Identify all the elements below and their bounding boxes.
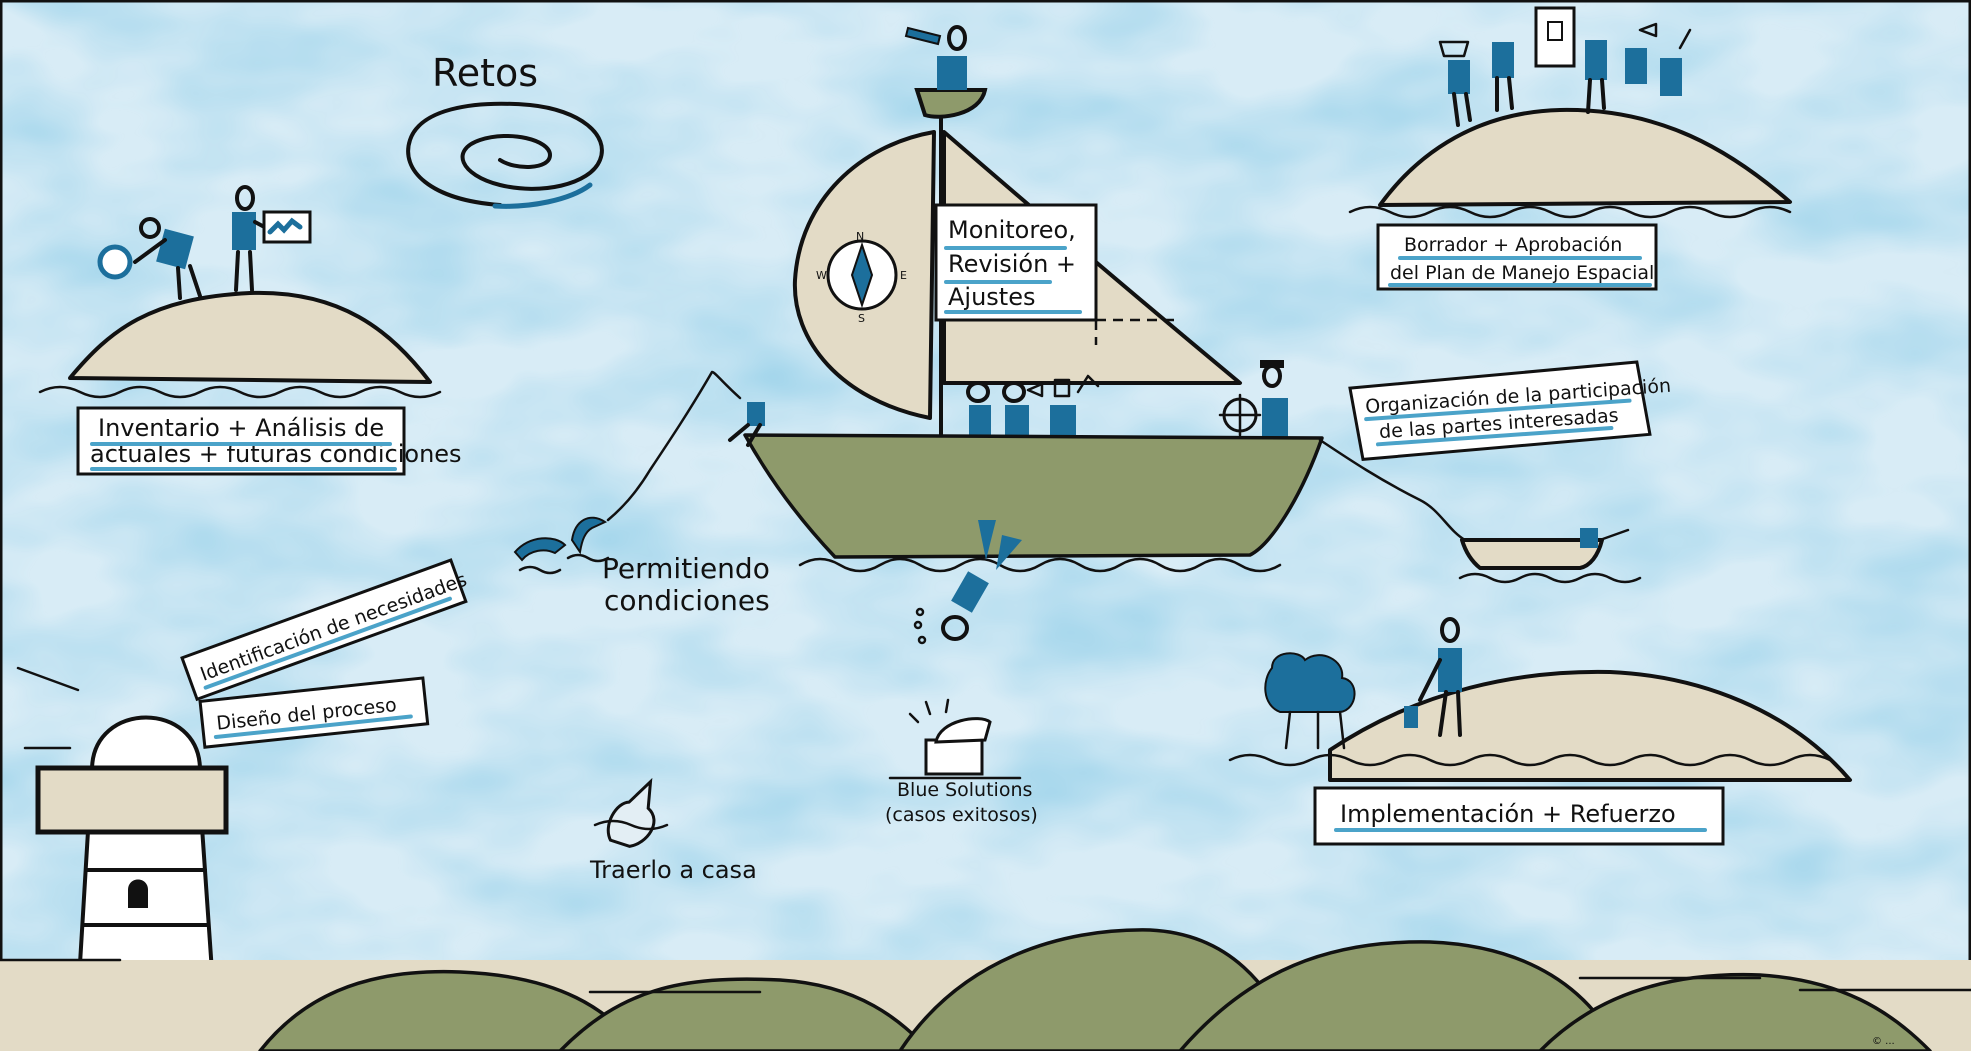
- blue-solutions-line2: (casos exitosos): [885, 804, 1038, 826]
- island-hill: [68, 290, 432, 384]
- compass-s: S: [858, 312, 865, 325]
- ship-hull: [743, 433, 1324, 559]
- blue-solutions-line1: Blue Solutions: [897, 779, 1032, 801]
- whirlpool-icon: [406, 101, 604, 207]
- dolphins: [513, 516, 610, 575]
- gardener: [1404, 617, 1462, 737]
- treasure-chest-icon: [924, 738, 984, 776]
- credit: © ...: [1872, 1036, 1895, 1047]
- crew-on-deck: [966, 374, 1100, 439]
- fishing-line: [606, 370, 742, 522]
- implementacion-panel: [1313, 786, 1725, 846]
- retos-whirlpool: Retos: [406, 51, 604, 209]
- message-bottle: [593, 777, 669, 848]
- treasure-chest: [888, 698, 1022, 780]
- group-of-people: [1438, 6, 1692, 127]
- dolphin-icon: [513, 537, 567, 562]
- monitoreo-line2: Revisión +: [948, 250, 1076, 278]
- monitoreo-panel: [934, 203, 1098, 322]
- implementacion-label: Implementación + Refuerzo: [1340, 800, 1676, 828]
- inventario-line1: Inventario + Análisis de: [98, 414, 384, 442]
- traerlo-label: Traerlo a casa: [589, 856, 757, 884]
- bottom-hills: [0, 928, 1971, 1051]
- island-hill: [1378, 107, 1792, 207]
- island-borrador: Borrador + Aprobación del Plan de Manejo…: [1348, 6, 1792, 291]
- captain-at-wheel: [1218, 360, 1288, 438]
- banner-diseno: Diseño del proceso: [198, 676, 430, 749]
- compass-e: E: [900, 269, 907, 282]
- plan-document-icon: [1534, 6, 1576, 68]
- compass-icon: N S E W: [816, 230, 907, 325]
- monitoreo-line1: Monitoreo,: [948, 216, 1076, 244]
- mangrove-trees: [1264, 652, 1356, 713]
- ship-waves: [798, 557, 1282, 573]
- crows-nest: [914, 88, 988, 119]
- ship: N S E W Monitoreo, Revisión + Ajustes: [606, 25, 1324, 573]
- magnifier-icon: [97, 244, 133, 280]
- person-with-chart: [232, 185, 312, 292]
- island-inventario: Inventario + Análisis de actuales + futu…: [38, 185, 462, 476]
- permitiendo-line2: condiciones: [604, 584, 770, 617]
- telescope-icon: [904, 26, 942, 46]
- lighthouse-light-beam: [35, 765, 229, 835]
- island-implementacion: Implementación + Refuerzo: [1228, 617, 1852, 846]
- permitiendo-line1: Permitiendo: [602, 552, 770, 585]
- retos-label: Retos: [432, 51, 538, 95]
- compass-n: N: [856, 230, 864, 243]
- island-waves: [38, 385, 442, 399]
- inventario-panel: [76, 406, 406, 476]
- rowboat: [1458, 528, 1642, 584]
- person-with-magnifier: [97, 217, 202, 300]
- bottle-icon: [606, 777, 656, 848]
- lighthouse-window: [128, 879, 148, 908]
- diver: [913, 520, 1022, 645]
- borrador-line1: Borrador + Aprobación: [1404, 234, 1622, 256]
- tow-rope: [1318, 438, 1467, 542]
- compass-w: W: [816, 269, 827, 282]
- banner-organizacion: Organización de la participación de las …: [1348, 360, 1672, 462]
- dolphin-icon: [570, 516, 608, 555]
- fisherman: [606, 370, 765, 522]
- monitoreo-line3: Ajustes: [948, 283, 1035, 311]
- borrador-line2: del Plan de Manejo Espacial: [1390, 262, 1654, 284]
- lighthouse-dome: [89, 715, 203, 772]
